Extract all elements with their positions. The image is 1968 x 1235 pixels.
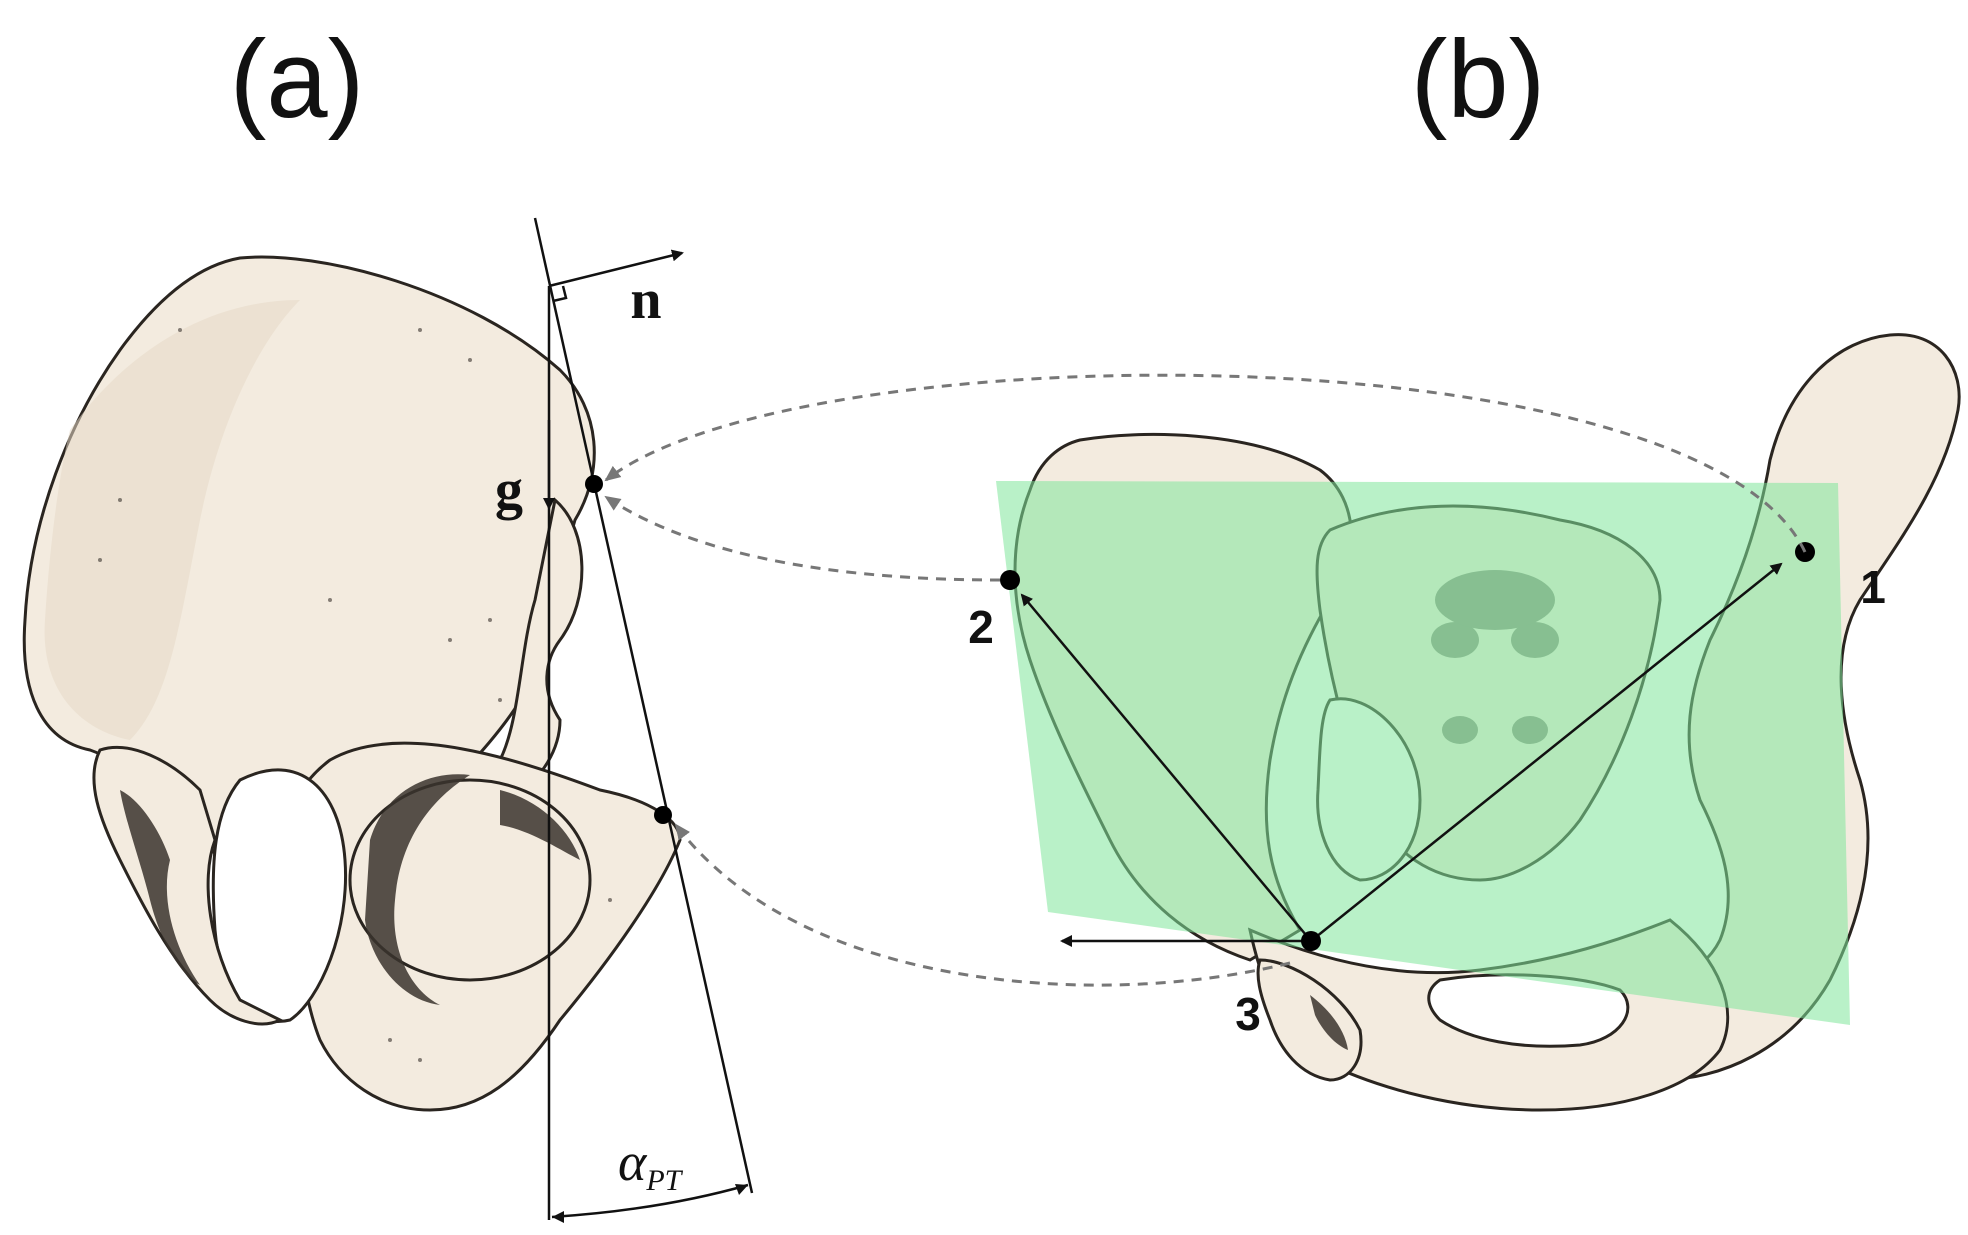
pelvic-tilt-angle-label: αPT [618, 1132, 684, 1197]
angle-arc-arrowhead-right [735, 1184, 748, 1195]
vector-3-to-2 [1020, 593, 1312, 942]
landmark-dot-2 [1000, 570, 1020, 590]
landmark-label-3: 3 [1235, 988, 1261, 1040]
pubic-symphysis-projection-dot [654, 806, 672, 824]
landmark-dot-3 [1301, 931, 1321, 951]
panel-label-a: (a) [230, 18, 364, 141]
dashed-arrow-1-to-a [604, 373, 1807, 553]
dashed-arrow-2-to-a [604, 495, 1001, 582]
pelvis-lateral-view-drawing [22, 255, 682, 1112]
angle-arc-arrowhead-left [552, 1211, 564, 1223]
gravity-vector-label: g [495, 459, 523, 521]
right-angle-marker [552, 285, 568, 303]
asis-projection-dot [585, 475, 603, 493]
pelvic-tilt-angle-arc [551, 1183, 749, 1219]
panel-label-b: (b) [1411, 18, 1545, 141]
landmark-label-2: 2 [968, 601, 994, 653]
landmark-label-1: 1 [1860, 561, 1886, 613]
anterior-pelvic-plane-line [533, 217, 754, 1194]
anterior-pelvic-plane [996, 481, 1850, 1025]
normal-vector-label: n [630, 269, 661, 331]
normal-vector-arrow [548, 249, 684, 288]
vector-3-to-1 [1310, 562, 1783, 942]
